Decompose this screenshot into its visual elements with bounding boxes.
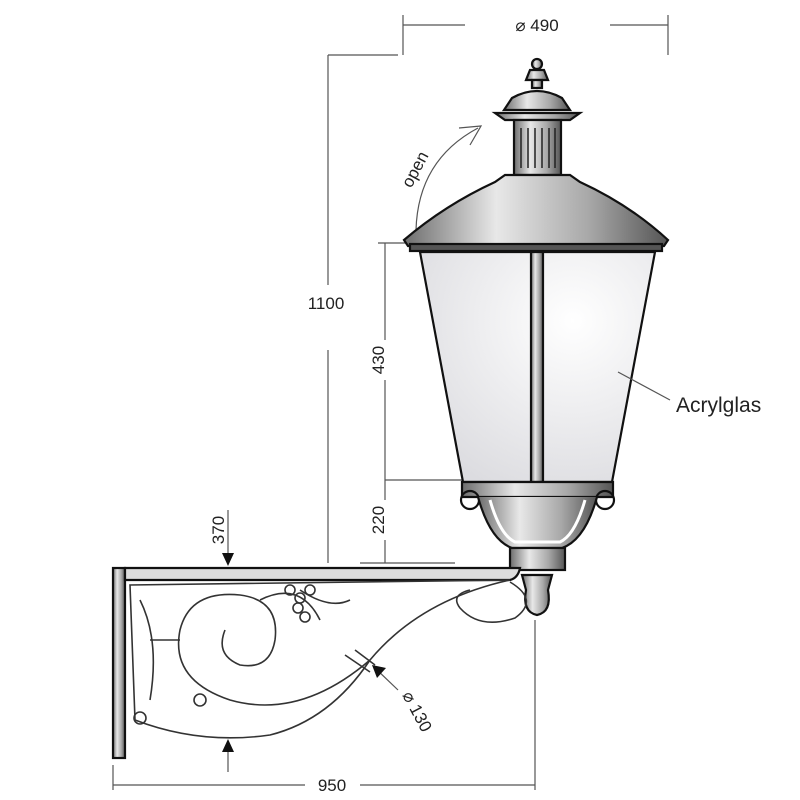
height-220-dimension: 220 [360, 480, 455, 564]
bracket-height-370-dimension: 370 [209, 510, 234, 772]
wall-bracket [111, 566, 528, 760]
material-callout: Acrylglas [617, 371, 761, 417]
projection-950-label: 950 [318, 776, 346, 795]
diameter-490-dimension: ⌀ 490 [402, 15, 669, 55]
arm-diameter-130-label: ⌀ 130 [398, 688, 435, 735]
height-220-label: 220 [369, 506, 388, 534]
height-1100-dimension: 1100 [308, 54, 398, 563]
height-430-label: 430 [369, 346, 388, 374]
lantern [402, 57, 670, 617]
height-1100-label: 1100 [308, 294, 345, 313]
arm-diameter-130-dimension: ⌀ 130 [372, 665, 436, 735]
open-label: open [398, 148, 433, 190]
diameter-490-label: ⌀ 490 [515, 16, 558, 35]
height-430-dimension: 430 [369, 242, 465, 481]
material-label: Acrylglas [676, 394, 761, 417]
bracket-height-370-label: 370 [209, 516, 228, 544]
projection-950-dimension: 950 [112, 620, 536, 795]
